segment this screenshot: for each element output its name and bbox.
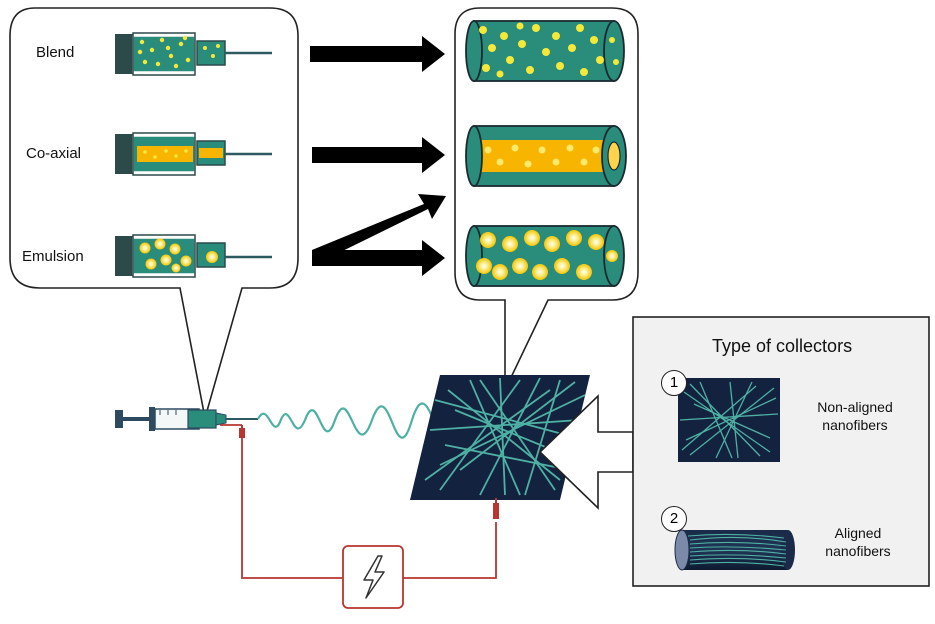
- arrow-icon-emulsion: [312, 194, 446, 276]
- emulsion-syringe-icon: [115, 234, 272, 278]
- blend-fiber-icon: [465, 20, 625, 82]
- non-aligned-collector-icon: [678, 378, 780, 462]
- arrow-icon-coaxial: [312, 137, 445, 173]
- circuit-wire: [220, 424, 497, 579]
- emulsion-label: Emulsion: [22, 248, 84, 265]
- arrow-icon-blend: [310, 36, 445, 72]
- aligned-label-line1: Aligned: [834, 525, 882, 541]
- blend-syringe-icon: [115, 32, 272, 76]
- fiber-jet: [257, 402, 457, 439]
- aligned-label-line2: nanofibers: [825, 543, 891, 559]
- non-aligned-label-line2: nanofibers: [822, 417, 888, 433]
- non-aligned-label-line1: Non-aligned: [817, 399, 893, 415]
- collector-number-2: 2: [661, 506, 687, 532]
- main-syringe-icon: [115, 407, 258, 431]
- lightning-icon: [363, 555, 385, 599]
- blend-label: Blend: [36, 44, 75, 61]
- aligned-collector-icon: [674, 529, 795, 571]
- coaxial-fiber-icon: [465, 125, 627, 187]
- aligned-label: Aligned nanofibers: [808, 524, 908, 560]
- emulsion-fiber-icon: [465, 225, 625, 287]
- fibers-callout: [454, 7, 639, 391]
- collectors-title: Type of collectors: [712, 336, 853, 356]
- collector-electrode-icon: [493, 498, 499, 519]
- collector-number-1: 1: [661, 370, 687, 396]
- collector-pointer-arrow: [538, 394, 634, 510]
- needle-electrode-icon: [239, 425, 245, 438]
- methods-callout: [9, 7, 299, 419]
- coaxial-label: Co-axial: [26, 145, 82, 162]
- coaxial-syringe-icon: [115, 132, 272, 176]
- non-aligned-label: Non-aligned nanofibers: [800, 398, 910, 434]
- collector-plate: [410, 375, 590, 500]
